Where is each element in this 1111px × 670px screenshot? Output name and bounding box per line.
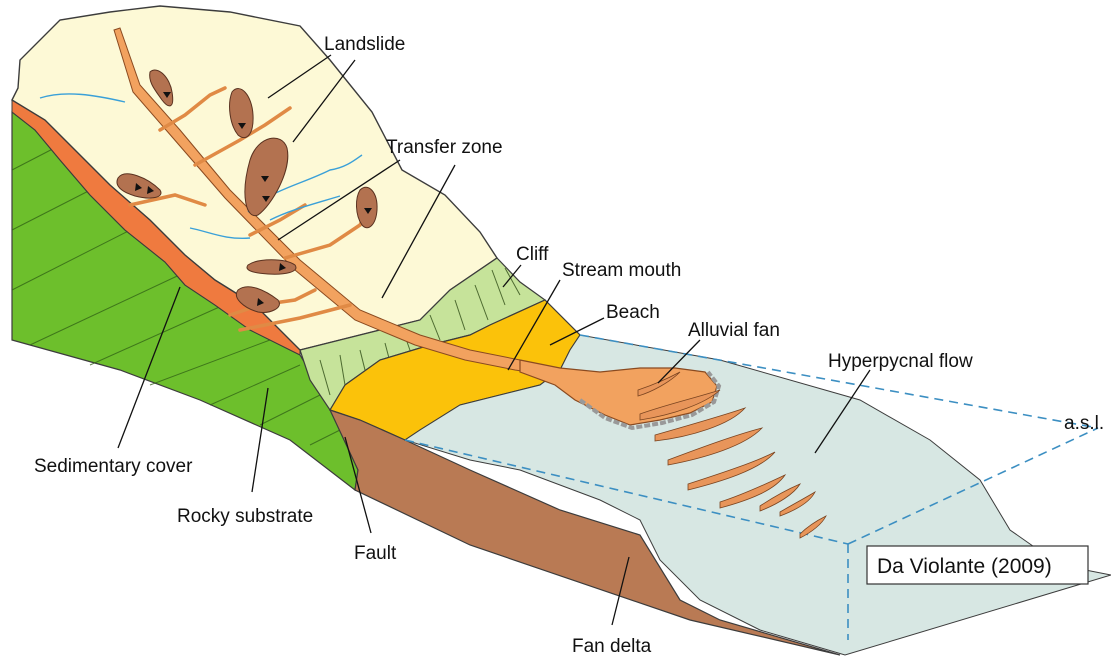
landslide-6 xyxy=(247,260,296,274)
label-transfer-zone: Transfer zone xyxy=(386,137,503,158)
label-beach: Beach xyxy=(606,302,660,323)
credit-text: Da Violante (2009) xyxy=(877,555,1052,578)
landslide-5 xyxy=(356,187,377,228)
label-rocky-substrate: Rocky substrate xyxy=(177,506,313,527)
label-asl: a.s.l. xyxy=(1064,413,1104,434)
label-landslide: Landslide xyxy=(324,34,405,55)
label-stream-mouth: Stream mouth xyxy=(562,260,681,281)
label-sedimentary-cover: Sedimentary cover xyxy=(34,456,193,477)
label-fan-delta: Fan delta xyxy=(572,636,652,657)
label-cliff: Cliff xyxy=(516,244,549,265)
label-hyperpycnal-flow: Hyperpycnal flow xyxy=(828,351,973,372)
label-alluvial-fan: Alluvial fan xyxy=(688,320,780,341)
label-fault: Fault xyxy=(354,543,397,564)
